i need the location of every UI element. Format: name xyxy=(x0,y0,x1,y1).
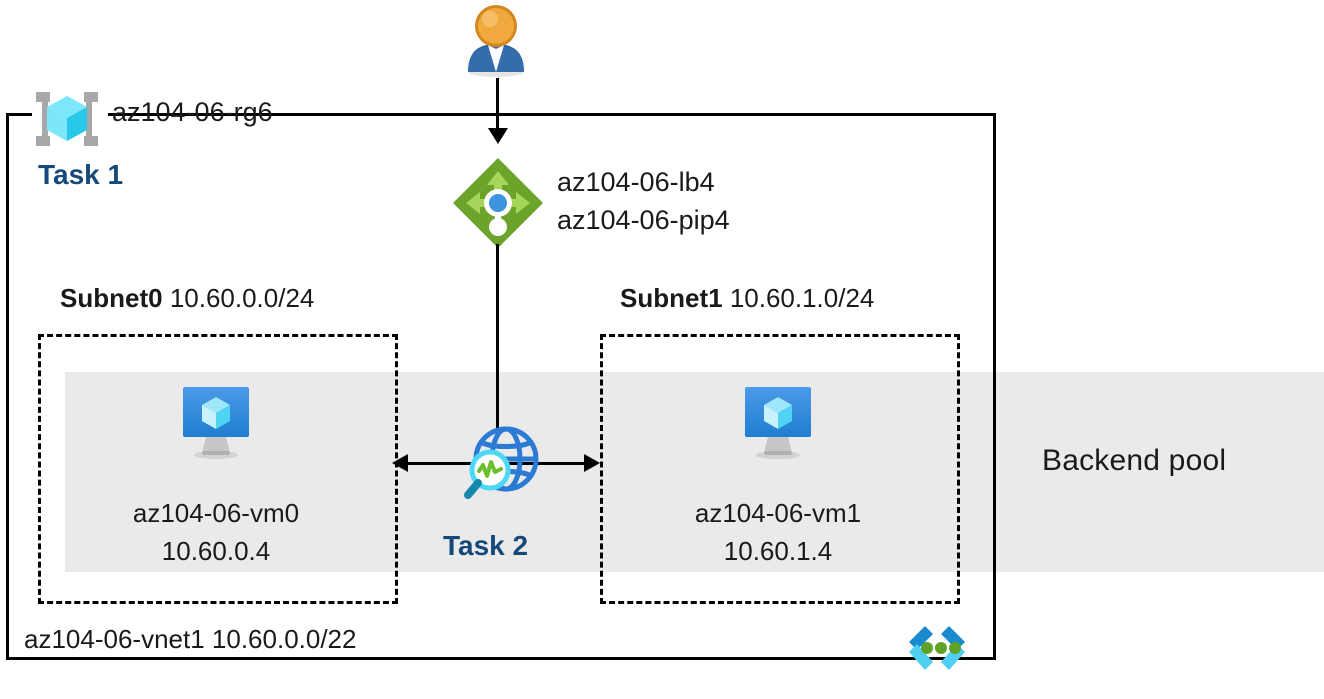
subnet0-cidr: 10.60.0.0/24 xyxy=(169,283,315,313)
subnet-connection-arrowhead-left xyxy=(392,454,408,472)
subnet1-cidr: 10.60.1.0/24 xyxy=(729,283,875,313)
resource-group-name: az104-06-rg6 xyxy=(112,97,273,127)
resource-group-border-top xyxy=(108,113,996,116)
task-2-label: Task 2 xyxy=(443,530,529,561)
resource-group-icon xyxy=(30,90,104,148)
network-watcher-icon xyxy=(462,421,544,503)
vm0-ip: 10.60.0.4 xyxy=(161,536,271,566)
vm1-name: az104-06-vm1 xyxy=(694,498,862,528)
virtual-machine-icon xyxy=(173,381,259,459)
backend-pool-label: Backend pool xyxy=(1042,444,1227,477)
task-1-label: Task 1 xyxy=(38,159,124,190)
vm0-name: az104-06-vm0 xyxy=(132,498,300,528)
load-balancer-icon xyxy=(450,155,546,251)
user-icon xyxy=(462,2,530,78)
virtual-network-icon xyxy=(897,622,977,678)
user-to-lb-arrowhead xyxy=(488,128,508,144)
load-balancer-labels: az104-06-lb4 az104-06-pip4 xyxy=(557,163,730,239)
resource-group-border-bottom xyxy=(6,657,996,660)
resource-group-border-right xyxy=(993,113,996,660)
vnet-label: az104-06-vnet1 10.60.0.0/22 xyxy=(24,624,357,654)
subnet1-name: Subnet1 xyxy=(620,283,723,313)
subnet1-box xyxy=(600,334,960,604)
lb-to-backend-line xyxy=(496,244,499,434)
subnet-connection-arrowhead-right xyxy=(584,454,600,472)
load-balancer-name: az104-06-lb4 xyxy=(557,167,715,197)
subnet1-title: Subnet1 10.60.1.0/24 xyxy=(620,283,874,314)
backend-pool-band xyxy=(65,372,1324,572)
vm1-labels: az104-06-vm1 10.60.1.4 xyxy=(628,494,928,570)
vm1-ip: 10.60.1.4 xyxy=(723,536,833,566)
resource-group-border-left xyxy=(6,113,9,660)
user-to-lb-line xyxy=(496,78,499,132)
virtual-machine-icon xyxy=(735,381,821,459)
vm0-labels: az104-06-vm0 10.60.0.4 xyxy=(66,494,366,570)
public-ip-name: az104-06-pip4 xyxy=(557,205,730,235)
subnet0-name: Subnet0 xyxy=(60,283,163,313)
resource-group-border-top-left-stub xyxy=(6,113,32,116)
subnet0-title: Subnet0 10.60.0.0/24 xyxy=(60,283,314,314)
